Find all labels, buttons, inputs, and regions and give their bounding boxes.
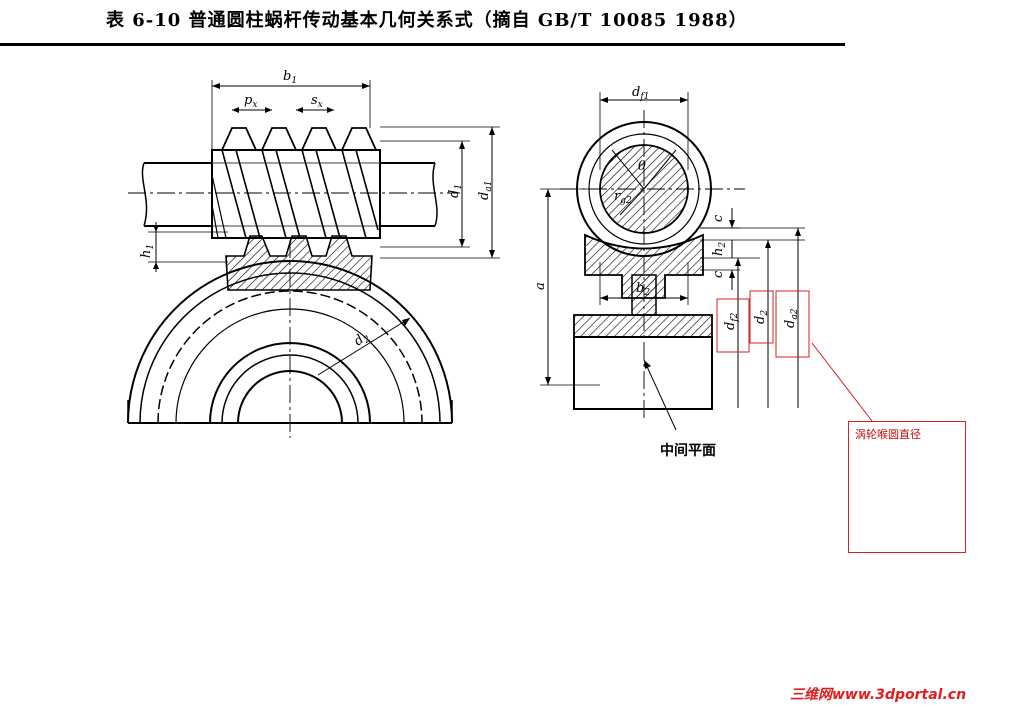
annotation-text: 涡轮喉圆直径 (855, 428, 921, 441)
table-title: 表 6-10 普通圆柱蜗杆传动基本几何关系式（摘自 GB/T 10085 198… (106, 10, 748, 31)
label-rg2: rg2 (614, 189, 632, 206)
label-d2-left: d2 (351, 329, 373, 351)
left-view-labels: b1 px sx d1 da1 h1 d2 (139, 69, 494, 351)
label-h1: h1 (139, 244, 156, 258)
label-a: a (533, 282, 548, 290)
annotation-leader (811, 342, 873, 422)
label-c-bottom: c (711, 270, 726, 278)
highlight-da2 (775, 290, 810, 358)
label-d1: d1 (447, 184, 464, 198)
label-b2: b2 (636, 281, 650, 298)
label-h2: h2 (711, 242, 728, 256)
label-da2: da2 (783, 308, 800, 328)
label-px: px (244, 93, 257, 110)
label-theta: θ (638, 159, 646, 174)
label-df1: df1 (632, 85, 649, 102)
title-underline (0, 43, 845, 46)
red-highlight-boxes (716, 290, 873, 422)
annotation-box: 涡轮喉圆直径 (848, 421, 966, 553)
label-mid-plane: 中间平面 (660, 442, 716, 459)
label-sx: sx (311, 93, 323, 110)
highlight-d2 (749, 290, 774, 344)
left-view-worm-and-wheel (127, 80, 500, 438)
right-view-labels: df1 θ rg2 a c h2 c b2 df2 d2 da2 (533, 85, 800, 330)
label-b1: b1 (283, 69, 297, 86)
label-da1: da1 (477, 181, 494, 200)
highlight-df2 (716, 298, 750, 353)
watermark: 三维网www.3dportal.cn (790, 687, 967, 703)
label-d2-right: d2 (753, 310, 770, 324)
label-c-top: c (711, 214, 726, 222)
right-view-section (540, 92, 805, 431)
label-df2: df2 (723, 312, 740, 330)
